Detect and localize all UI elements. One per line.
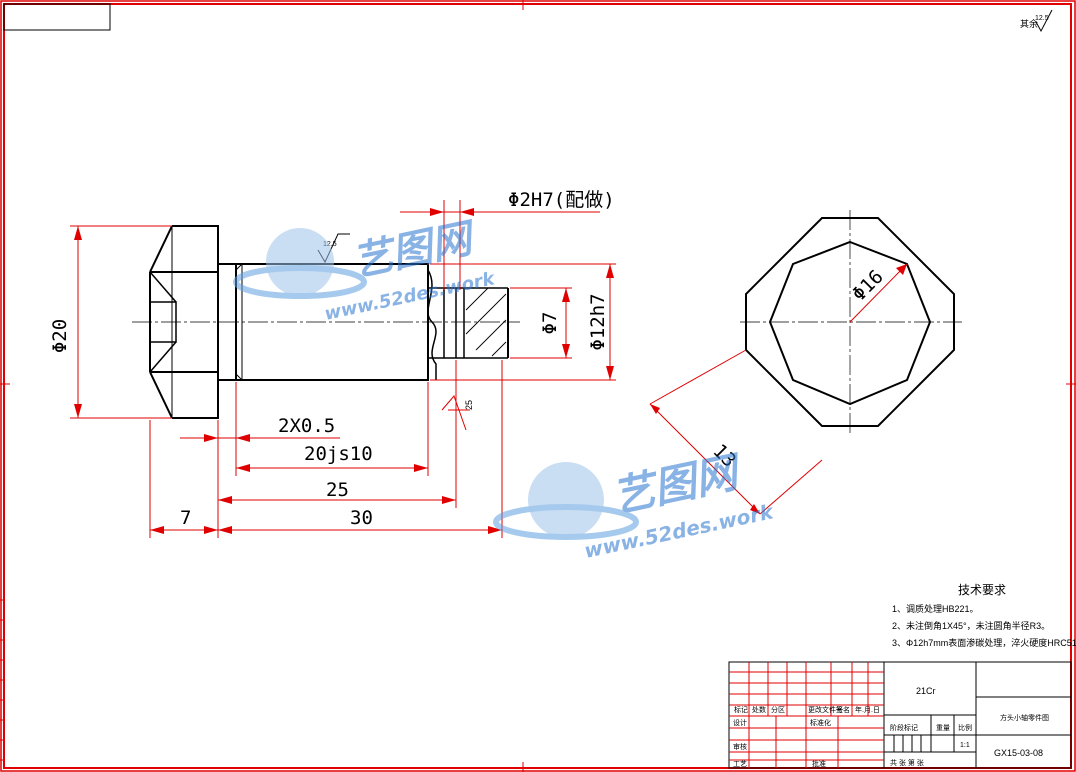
section-hatch: [465, 287, 507, 357]
svg-text:阶段标记: 阶段标记: [890, 723, 918, 732]
svg-text:重量: 重量: [936, 724, 950, 732]
circle-outline: [768, 240, 932, 406]
neck: [218, 263, 236, 381]
break-section: [427, 269, 509, 380]
front-arrowheads: [74, 208, 614, 534]
watermark-2: 艺图网 www.52des.work: [493, 446, 777, 563]
square-outline: [745, 217, 955, 427]
svg-text:处数: 处数: [752, 705, 766, 714]
tech-req-item-3: 3、Φ12h7mm表面渗碳处理，淬火硬度HRC51~55。: [892, 637, 1076, 648]
drawing-number: GX15-03-08: [994, 748, 1043, 758]
end-view: [740, 210, 962, 434]
title-grid-lines: [729, 662, 884, 768]
dim-fit-bore: Φ2H7(配做): [508, 189, 615, 211]
svg-text:共 张 第 张: 共 张 第 张: [890, 758, 924, 767]
end-arrowheads: [650, 264, 907, 514]
dim-len7: 7: [180, 507, 191, 529]
svg-text:12.5: 12.5: [1035, 15, 1049, 22]
svg-text:12.5: 12.5: [323, 241, 337, 248]
inner-border: [3, 3, 1072, 769]
end-dimension-lines: [649, 263, 908, 515]
dim-len30: 30: [350, 507, 373, 529]
svg-text:标准化: 标准化: [810, 718, 831, 727]
square-head: [149, 225, 219, 419]
svg-text:标记: 标记: [734, 705, 748, 714]
dim-dia7: Φ7: [539, 312, 561, 335]
front-dimension-lines: [70, 200, 616, 538]
dim-chamfer: 2X0.5: [278, 415, 335, 437]
svg-text:设计: 设计: [733, 718, 747, 727]
tech-req-item-1: 1、调质处理HB221。: [892, 603, 979, 614]
tech-req-title: 技术要求: [958, 583, 1006, 597]
svg-text:其余: 其余: [1020, 18, 1038, 29]
material: 21Cr: [916, 686, 936, 696]
dim-len25: 25: [326, 479, 349, 501]
svg-text:比例: 比例: [958, 723, 972, 732]
svg-text:更改文件号: 更改文件号: [808, 705, 843, 714]
dim-dia12h7: Φ12h7: [587, 293, 609, 350]
part-name: 方头小轴零件图: [1000, 713, 1049, 722]
left-ruler-ticks: [0, 599, 4, 761]
svg-text:批准: 批准: [812, 759, 826, 768]
svg-text:审核: 审核: [733, 742, 747, 751]
tech-req-item-2: 2、未注倒角1X45°，未注圆角半径R3。: [892, 620, 1050, 631]
front-view: [132, 225, 520, 419]
corner-box: [3, 3, 111, 31]
dim-len20js10: 20js10: [304, 443, 373, 465]
dim-dia20: Φ20: [49, 319, 71, 353]
general-roughness-symbol: 其余 12.5: [1020, 9, 1053, 33]
svg-text:分区: 分区: [771, 705, 785, 714]
scale-value: 1:1: [960, 742, 970, 749]
svg-text:签名: 签名: [836, 705, 850, 714]
dim-rough-groove: 25: [464, 400, 474, 410]
dim-dia16: Φ16: [848, 266, 888, 306]
title-block: 标记 处数 分区 更改文件号 签名 年.月.日 设计 标准化 审核 工艺 批准 …: [728, 661, 1072, 769]
svg-text:www.52des.work: www.52des.work: [323, 268, 498, 325]
technical-requirements: 技术要求 1、调质处理HB221。 2、未注倒角1X45°，未注圆角半径R3。 …: [892, 583, 1076, 648]
svg-text:工艺: 工艺: [733, 760, 747, 768]
watermark-1: 艺图网 www.52des.work: [233, 215, 498, 325]
svg-text:年.月.日: 年.月.日: [855, 705, 880, 714]
